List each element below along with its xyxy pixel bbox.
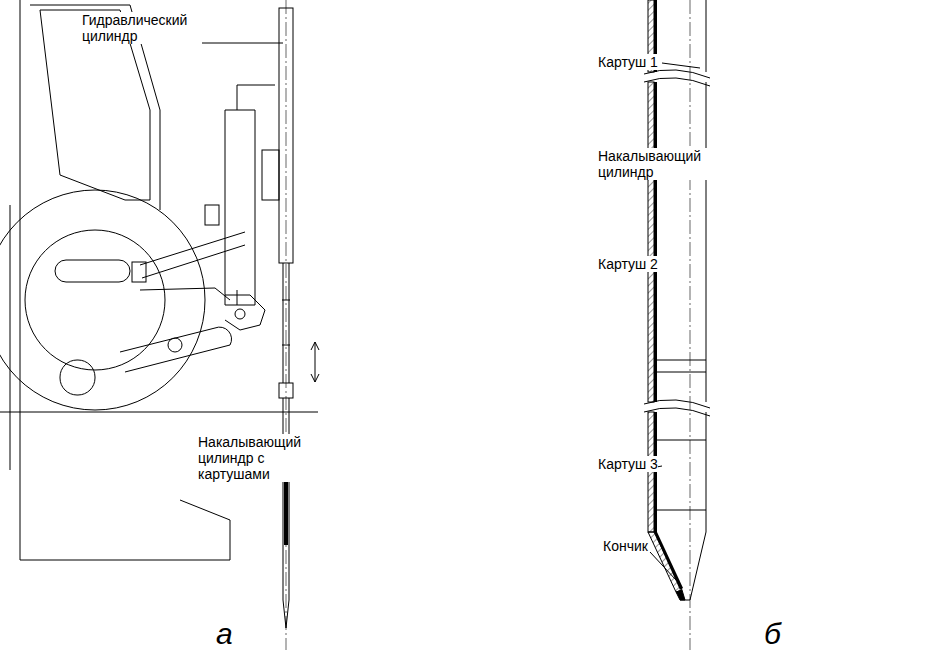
part-label: Картуш 1 [598,54,658,70]
part-label: Картуш 3 [598,456,658,472]
part-label: Накалывающий цилиндр [598,148,708,180]
figure-letter: б [764,618,781,650]
part-label: Гидравлический цилиндр [82,12,202,44]
part-label: Кончик [603,538,648,554]
part-label: Картуш 2 [598,256,658,272]
figure-letter: а [216,618,233,650]
part-label: Накалывающий цилиндр с картушами [198,434,298,482]
